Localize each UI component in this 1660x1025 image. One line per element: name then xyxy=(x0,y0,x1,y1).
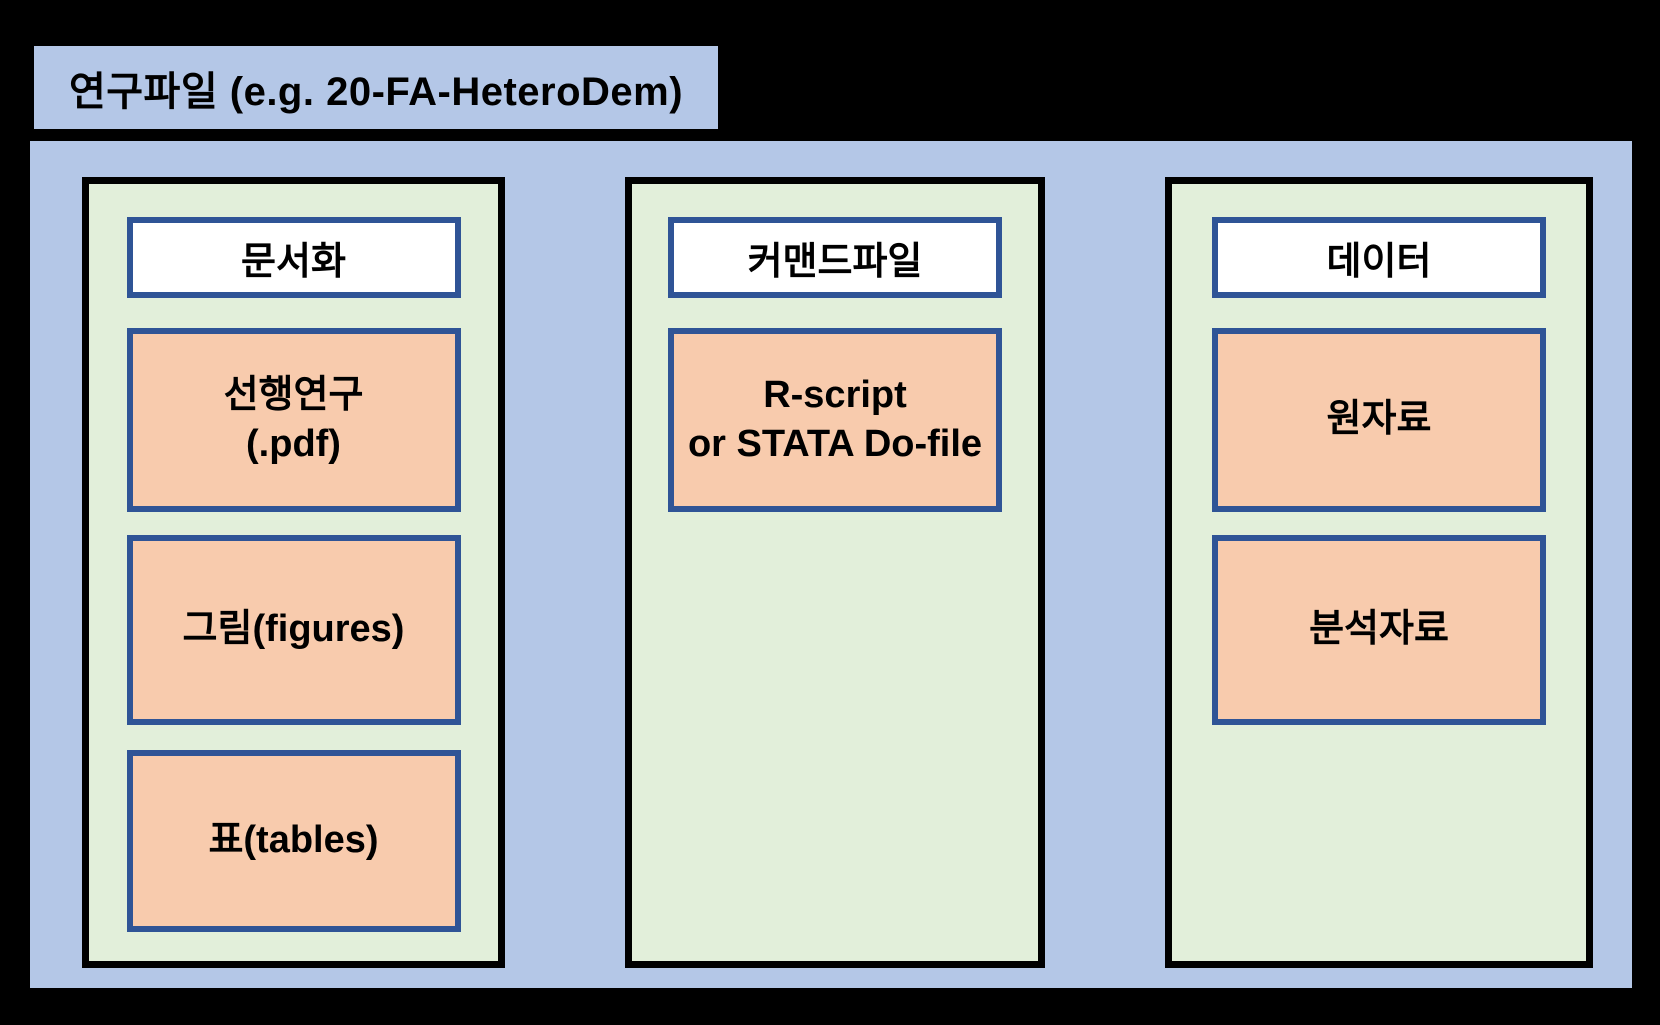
column-data: 데이터 원자료 분석자료 xyxy=(1165,177,1593,968)
column-header-label: 데이터 xyxy=(1326,241,1432,283)
folder-box-figures: 그림(figures) xyxy=(126,535,461,725)
column-documentation-header: 문서화 xyxy=(126,217,461,298)
folder-box-analysis-data: 분석자료 xyxy=(1212,535,1546,725)
folder-box-prior-research-pdf: 선행연구 (.pdf) xyxy=(126,328,461,512)
column-header-label: 문서화 xyxy=(241,241,346,283)
folder-box-rscript-stata-dofile: R-script or STATA Do-file xyxy=(668,328,1002,512)
folder-box-raw-data: 원자료 xyxy=(1212,328,1546,512)
folder-box-tables: 표(tables) xyxy=(126,750,461,932)
column-command-files-header: 커맨드파일 xyxy=(668,217,1002,298)
research-folder-panel: 문서화 선행연구 (.pdf) 그림(figures) 표(tables) 커맨… xyxy=(30,141,1632,988)
column-command-files: 커맨드파일 R-script or STATA Do-file xyxy=(625,177,1045,968)
research-folder-title-label: 연구파일 (e.g. 20-FA-HeteroDem) xyxy=(68,69,684,114)
column-data-header: 데이터 xyxy=(1212,217,1546,298)
column-header-label: 커맨드파일 xyxy=(747,241,923,283)
column-documentation: 문서화 선행연구 (.pdf) 그림(figures) 표(tables) xyxy=(82,177,505,968)
research-folder-title-tab: 연구파일 (e.g. 20-FA-HeteroDem) xyxy=(30,42,722,133)
